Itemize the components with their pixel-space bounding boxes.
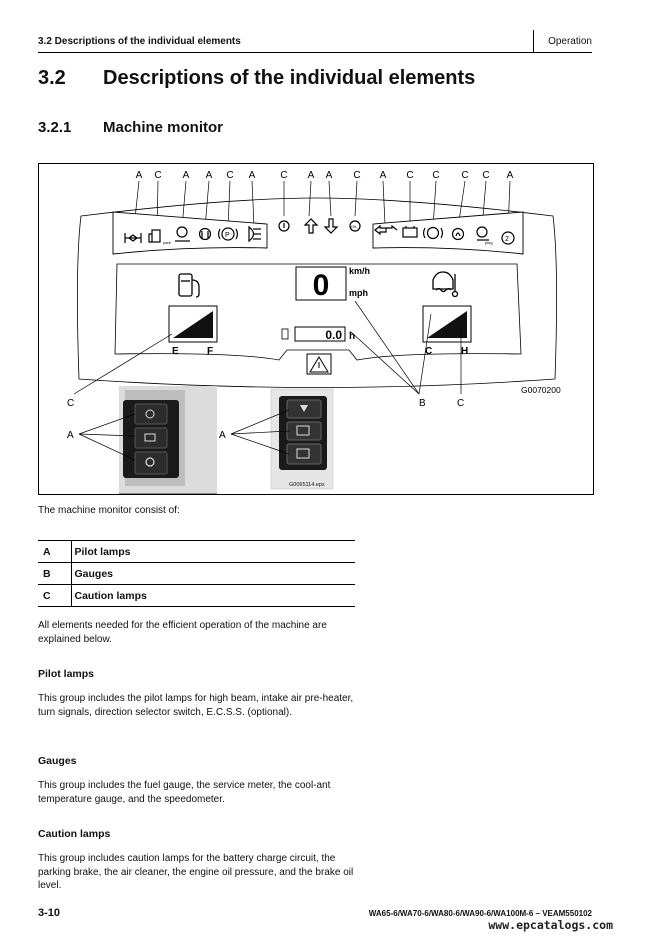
table-row: A Pilot lamps	[38, 541, 355, 563]
legend-value: Pilot lamps	[71, 541, 355, 563]
callout-letter: A	[507, 170, 514, 181]
legend-value: Gauges	[71, 563, 355, 585]
gauges-heading: Gauges	[38, 755, 77, 767]
callout-letter: C	[461, 170, 468, 181]
caution-lamps-heading: Caution lamps	[38, 828, 110, 840]
gauges-text: This group includes the fuel gauge, the …	[38, 779, 355, 806]
header-rule	[38, 52, 592, 53]
svg-text:P: P	[225, 232, 230, 239]
callout-letter: C	[154, 170, 161, 181]
svg-text:OIL: OIL	[351, 224, 358, 229]
switch-panel-left-photo	[119, 386, 217, 494]
header-chapter: Operation	[548, 36, 592, 47]
legend-key: B	[38, 563, 71, 585]
svg-text:2: 2	[505, 236, 509, 243]
section-number: 3.2	[38, 67, 66, 90]
speed-unit-mph: mph	[349, 288, 368, 298]
legend-table: A Pilot lamps B Gauges C Caution lamps	[38, 540, 355, 607]
callout-letter: C	[482, 170, 489, 181]
speed-readout: 0	[313, 269, 330, 302]
callout-letter: C	[226, 170, 233, 181]
legend-key: A	[38, 541, 71, 563]
running-header: 3.2 Descriptions of the individual eleme…	[38, 36, 592, 50]
figure-code: G0070200	[521, 385, 561, 395]
table-row: C Caution lamps	[38, 585, 355, 607]
top-callout-letters: A C A A C A C A A C A C C C C A	[136, 170, 514, 181]
fuel-empty-label: E	[172, 346, 179, 357]
brake-oil-icon: OIL	[350, 221, 360, 231]
callout-letter: C	[432, 170, 439, 181]
header-section: 3.2 Descriptions of the individual eleme…	[38, 36, 241, 47]
warning-triangle-icon	[307, 354, 331, 374]
page-number: 3-10	[38, 907, 60, 919]
callout-left-switches: A	[67, 430, 74, 441]
reverse-arrow-icon	[325, 219, 337, 233]
legend-value: Caution lamps	[71, 585, 355, 607]
hour-readout: 0.0	[325, 328, 342, 342]
callout-letter: C	[353, 170, 360, 181]
callout-letter: A	[206, 170, 213, 181]
callout-gauges: B	[419, 398, 426, 409]
subsection-title: Machine monitor	[103, 119, 223, 136]
watermark: www.epcatalogs.com	[488, 918, 613, 932]
lamp-band-right	[373, 212, 523, 254]
switch-panel-right-photo: G0065114.eps	[271, 389, 333, 489]
callout-letter: A	[380, 170, 387, 181]
callout-letter: A	[249, 170, 256, 181]
callout-fuel-caution: C	[67, 398, 74, 409]
pilot-lamps-text: This group includes the pilot lamps for …	[38, 692, 355, 719]
speed-unit-kmh: km/h	[349, 266, 370, 276]
footer-models: WA65-6/WA70-6/WA80-6/WA90-6/WA100M-6 – V…	[369, 909, 592, 918]
callout-letter: C	[280, 170, 287, 181]
figure-caption: The machine monitor consist of:	[38, 505, 180, 516]
pilot-lamps-heading: Pilot lamps	[38, 668, 94, 680]
callout-temp-caution: C	[457, 398, 464, 409]
photo-code: G0065114.eps	[289, 482, 325, 488]
lamp-band-left	[113, 212, 267, 254]
temp-hot-label: H	[461, 346, 468, 357]
callout-letter: A	[308, 170, 315, 181]
table-row: B Gauges	[38, 563, 355, 585]
subsection-number: 3.2.1	[38, 119, 71, 136]
svg-text:park: park	[163, 240, 171, 245]
caution-lamps-text: This group includes caution lamps for th…	[38, 852, 355, 893]
engine-oil-icon	[279, 221, 289, 231]
forward-arrow-icon	[305, 219, 317, 233]
callout-letter: A	[136, 170, 143, 181]
callout-letter: A	[326, 170, 333, 181]
header-divider	[533, 30, 534, 52]
legend-key: C	[38, 585, 71, 607]
intro-paragraph: All elements needed for the efficient op…	[38, 619, 355, 646]
machine-monitor-figure: A C A A C A C A A C A C C C C A	[38, 163, 594, 495]
callout-letter: C	[406, 170, 413, 181]
callout-right-switches: A	[219, 430, 226, 441]
section-title: Descriptions of the individual elements	[103, 67, 475, 90]
svg-text:plug: plug	[485, 240, 493, 245]
fuel-full-label: F	[207, 346, 213, 357]
callout-letter: A	[183, 170, 190, 181]
